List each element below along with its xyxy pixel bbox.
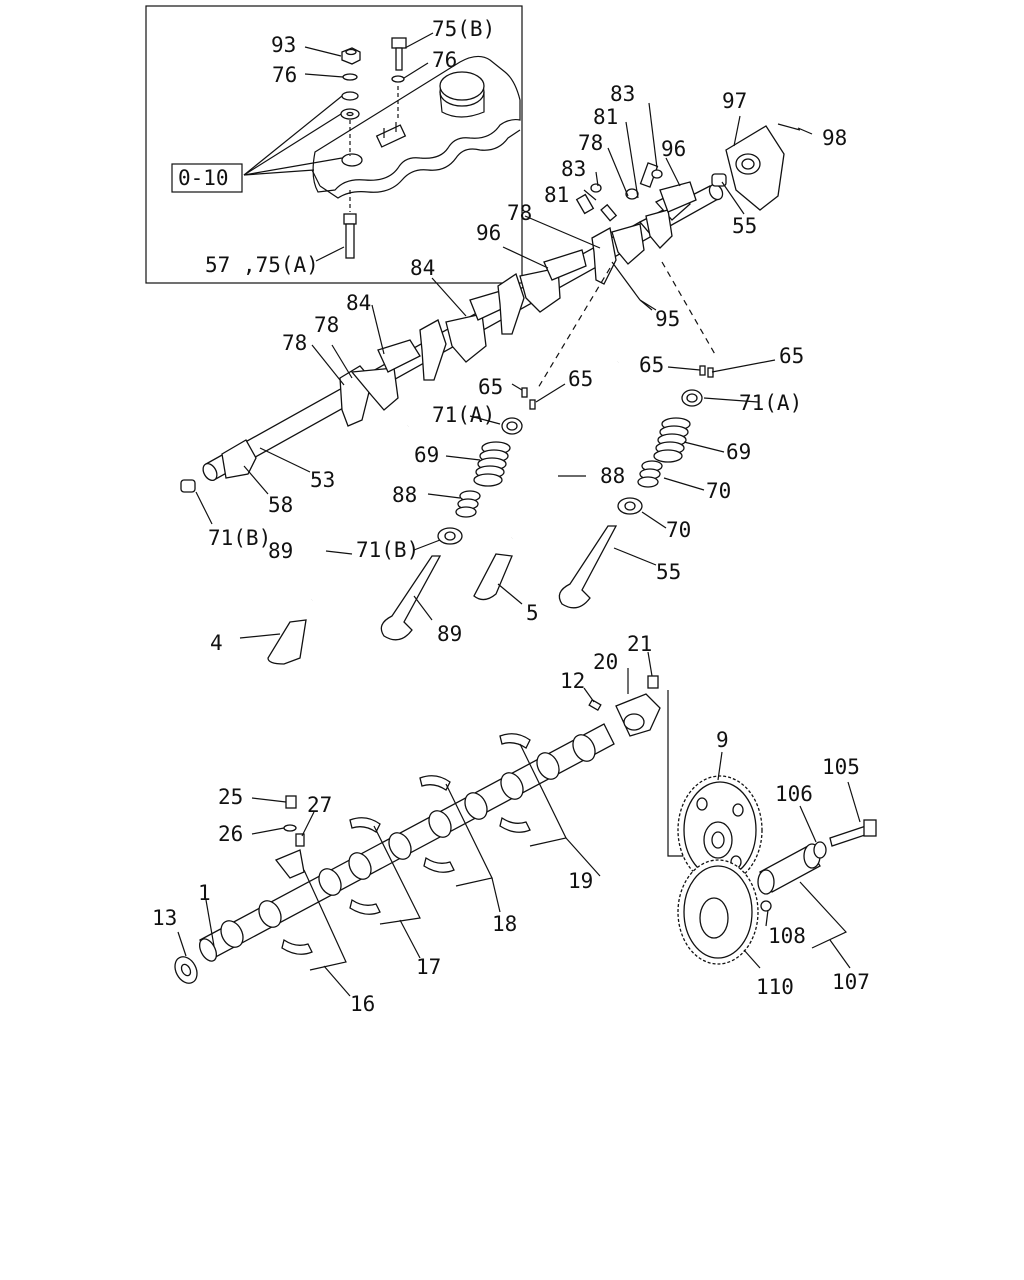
callout-78: 78 (314, 313, 339, 337)
callout-78: 78 (578, 131, 603, 155)
callout-89: 5 (526, 601, 539, 625)
callout-75b: 75(B) (432, 17, 495, 41)
callout-96: 96 (661, 137, 686, 161)
camshaft-assembly (174, 651, 688, 997)
callout-71b: 71(B) (356, 538, 419, 562)
callout-65: 65 (568, 367, 593, 391)
callout-105: 105 (822, 755, 860, 779)
callout-5: 55 (656, 560, 681, 584)
callout-83: 83 (610, 82, 635, 106)
callout-labels: 93 75(B) 76 76 0-10 57 ,75(A) 83 97 98 8… (152, 17, 870, 1016)
callout-0-10: 0-10 (178, 166, 229, 190)
callout-17: 17 (416, 955, 441, 979)
callout-55: 55 (732, 214, 757, 238)
callout-55: 71(B) (208, 526, 271, 550)
callout-26: 26 (218, 822, 243, 846)
callout-81: 81 (544, 183, 569, 207)
callout-106: 106 (775, 782, 813, 806)
callout-27: 27 (307, 793, 332, 817)
callout-65: 65 (639, 353, 664, 377)
callout-84: 84 (410, 256, 435, 280)
callout-12: 12 (560, 669, 585, 693)
callout-89: 4 (210, 631, 223, 655)
callout-76: 76 (432, 48, 457, 72)
callout-4: 89 (437, 622, 462, 646)
callout-65: 65 (779, 344, 804, 368)
callout-70: 88 (392, 483, 417, 507)
callout-95: 95 (655, 307, 680, 331)
callout-83: 83 (561, 157, 586, 181)
valve-train (239, 359, 776, 665)
callout-76: 76 (272, 63, 297, 87)
callout-71b: 70 (666, 518, 691, 542)
callout-97: 97 (722, 89, 747, 113)
callout-96: 96 (476, 221, 501, 245)
callout-84: 84 (346, 291, 371, 315)
callout-78: 78 (282, 331, 307, 355)
callout-108: 108 (768, 924, 806, 948)
callout-57-75a: 57 ,75(A) (205, 253, 319, 277)
callout-88: 88 (600, 464, 625, 488)
rocker-shaft-assembly (180, 102, 813, 525)
callout-25: 25 (218, 785, 243, 809)
callout-9: 9 (716, 728, 729, 752)
callout-107: 107 (832, 970, 870, 994)
callout-78: 78 (507, 201, 532, 225)
callout-110: 110 (756, 975, 794, 999)
callout-81: 81 (593, 105, 618, 129)
callout-18: 18 (492, 912, 517, 936)
callout-88: 89 (268, 539, 293, 563)
callout-20: 20 (593, 650, 618, 674)
callout-98: 98 (822, 126, 847, 150)
callout-1: 1 (198, 881, 211, 905)
callout-13: 13 (152, 906, 177, 930)
callout-70: 70 (706, 479, 731, 503)
callout-21: 21 (627, 632, 652, 656)
callout-93: 93 (271, 33, 296, 57)
callout-16: 16 (350, 992, 375, 1016)
callout-69: 69 (726, 440, 751, 464)
timing-gears (677, 751, 877, 969)
rocker-cover-inset (145, 5, 523, 284)
callout-65: 65 (478, 375, 503, 399)
callout-71a: 71(A) (739, 391, 802, 415)
callout-53: 53 (310, 468, 335, 492)
callout-19: 19 (568, 869, 593, 893)
callout-69: 69 (414, 443, 439, 467)
callout-58: 58 (268, 493, 293, 517)
callout-71a: 71(A) (432, 403, 495, 427)
